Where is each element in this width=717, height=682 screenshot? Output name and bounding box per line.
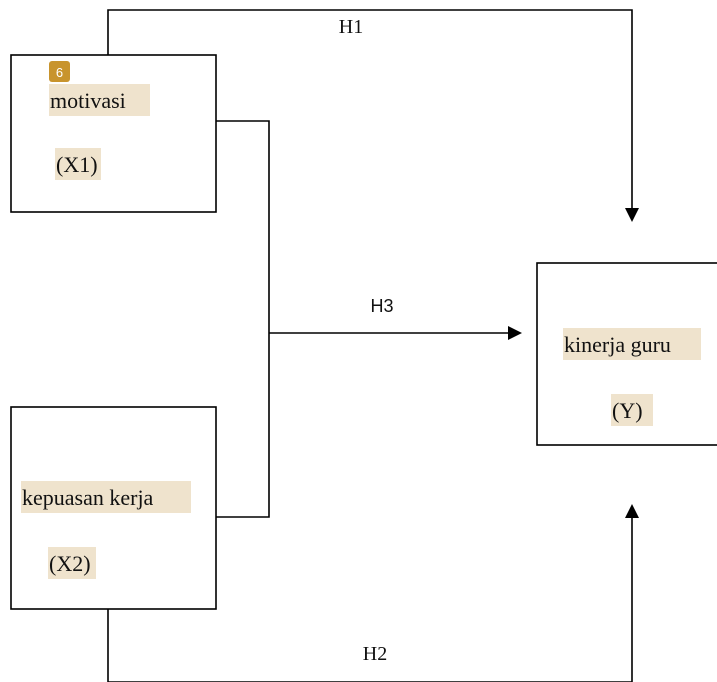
node-x1-name: motivasi (50, 88, 126, 113)
node-x2: kepuasan kerja (X2) (10, 406, 217, 610)
node-x2-code: (X2) (49, 551, 91, 576)
h2-connector (107, 516, 633, 682)
node-x1: motivasi (X1) 6 (10, 54, 217, 213)
h3-label: H3 (370, 296, 393, 316)
h3-arrowhead (508, 326, 522, 340)
node-x2-name: kepuasan kerja (22, 485, 154, 510)
h2-label: H2 (363, 643, 387, 665)
node-x1-code: (X1) (56, 152, 98, 177)
node-y-code: (Y) (612, 398, 643, 423)
h2-arrowhead (625, 504, 639, 518)
h1-arrowhead (625, 208, 639, 222)
h1-connector (107, 9, 633, 210)
x1-to-h3-connector (216, 120, 270, 518)
badge (49, 61, 70, 82)
badge-number: 6 (56, 65, 63, 80)
h1-label: H1 (339, 16, 363, 38)
node-y-name: kinerja guru (564, 332, 671, 357)
node-y: kinerja guru (Y) (536, 262, 717, 446)
